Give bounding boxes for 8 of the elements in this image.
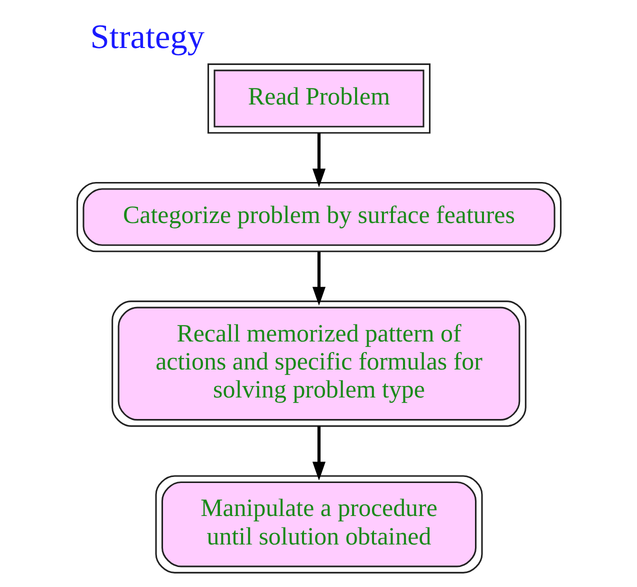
diagram-title: Strategy: [90, 18, 204, 56]
arrow: [312, 252, 326, 306]
arrow: [312, 132, 326, 188]
node-box: Categorize problem by surface features: [76, 182, 562, 252]
arrow: [312, 426, 326, 480]
node-box: Recall memorized pattern of actions and specific formulas for solving problem type: [111, 300, 526, 427]
node-box: Manipulate a procedure until solution obtained: [154, 475, 482, 574]
node-box: Read Problem: [206, 63, 430, 134]
